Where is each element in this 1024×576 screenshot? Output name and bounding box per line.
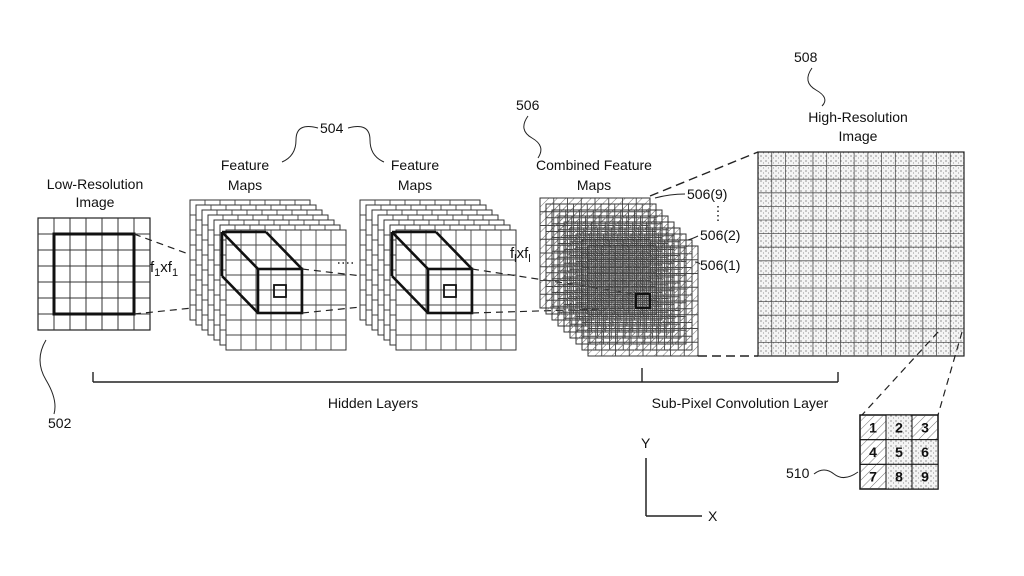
layer-bracket: [92, 368, 839, 383]
high-res-label-line2: Image: [839, 128, 878, 144]
low-res-image: [37, 217, 151, 331]
leader-502: [39, 339, 56, 415]
combined-feature-maps-stack: [539, 197, 699, 357]
leader-508: [807, 67, 826, 107]
zoom-lines: [861, 331, 963, 416]
hidden-layers-label: Hidden Layers: [328, 395, 418, 411]
feature-maps-stack-1: [189, 199, 347, 351]
tile-number: 4: [869, 444, 877, 460]
ref-506-1: 506(1): [700, 257, 740, 273]
cfm-layer: [587, 245, 699, 357]
fm2-layer: [395, 229, 517, 351]
tile-cell: [859, 463, 887, 490]
feature-maps-1-label-line1: Feature: [221, 157, 269, 173]
ref-506-9: 506(9): [687, 186, 727, 202]
tile-number: 7: [869, 469, 877, 485]
ref-508: 508: [794, 49, 818, 65]
feature-maps-1-label-line2: Maps: [228, 177, 262, 193]
tile-number: 8: [895, 469, 903, 485]
filter-size-f1: f1xf1: [150, 259, 178, 279]
feature-maps-stack-2: [359, 199, 517, 351]
tile-cell: [885, 414, 913, 441]
tile-cell: [859, 439, 887, 465]
axis-x-label: X: [708, 508, 718, 524]
pixel-shuffle-tile: 1 2 3 4 5 6 7 8 9: [859, 414, 939, 490]
tile-cell: [911, 463, 939, 490]
callout-leaders-506: [654, 193, 701, 265]
tile-number: 9: [921, 469, 929, 485]
tile-number: 6: [921, 444, 929, 460]
projection-lines-4: [649, 151, 759, 357]
low-res-label-line2: Image: [76, 194, 115, 210]
leader-504-right: [347, 126, 385, 163]
tile-cell: [911, 439, 939, 465]
leader-510: [813, 469, 859, 478]
tile-number: 3: [921, 419, 929, 435]
leader-506: [523, 115, 542, 159]
subpixel-layer-label: Sub-Pixel Convolution Layer: [652, 395, 829, 411]
tile-number: 2: [895, 419, 903, 435]
high-res-image: [757, 151, 965, 357]
tile-number: 1: [869, 419, 877, 435]
feature-maps-2-label-line2: Maps: [398, 177, 432, 193]
combined-receptive-field: [635, 293, 651, 309]
combined-label-line2: Maps: [577, 177, 611, 193]
lr-receptive-field: [52, 232, 136, 316]
tile-cell: [859, 414, 887, 441]
ref-502: 502: [48, 415, 72, 431]
ref-506-2: 506(2): [700, 227, 740, 243]
feature-maps-2-label-line1: Feature: [391, 157, 439, 173]
xy-axes: [645, 458, 702, 517]
tile-number: 5: [895, 444, 903, 460]
feature-maps-1-cube: [220, 230, 304, 315]
ref-510: 510: [786, 465, 810, 481]
leader-504-left: [281, 126, 319, 163]
axis-y-label: Y: [641, 435, 651, 451]
feature-maps-2-cube: [390, 230, 474, 315]
combined-label-line1: Combined Feature: [536, 157, 652, 173]
high-res-label-line1: High-Resolution: [808, 109, 908, 125]
low-res-label-line1: Low-Resolution: [47, 176, 144, 192]
filter-size-fl: flxfl: [510, 245, 531, 265]
ref-504: 504: [320, 120, 344, 136]
ref-506: 506: [516, 97, 540, 113]
